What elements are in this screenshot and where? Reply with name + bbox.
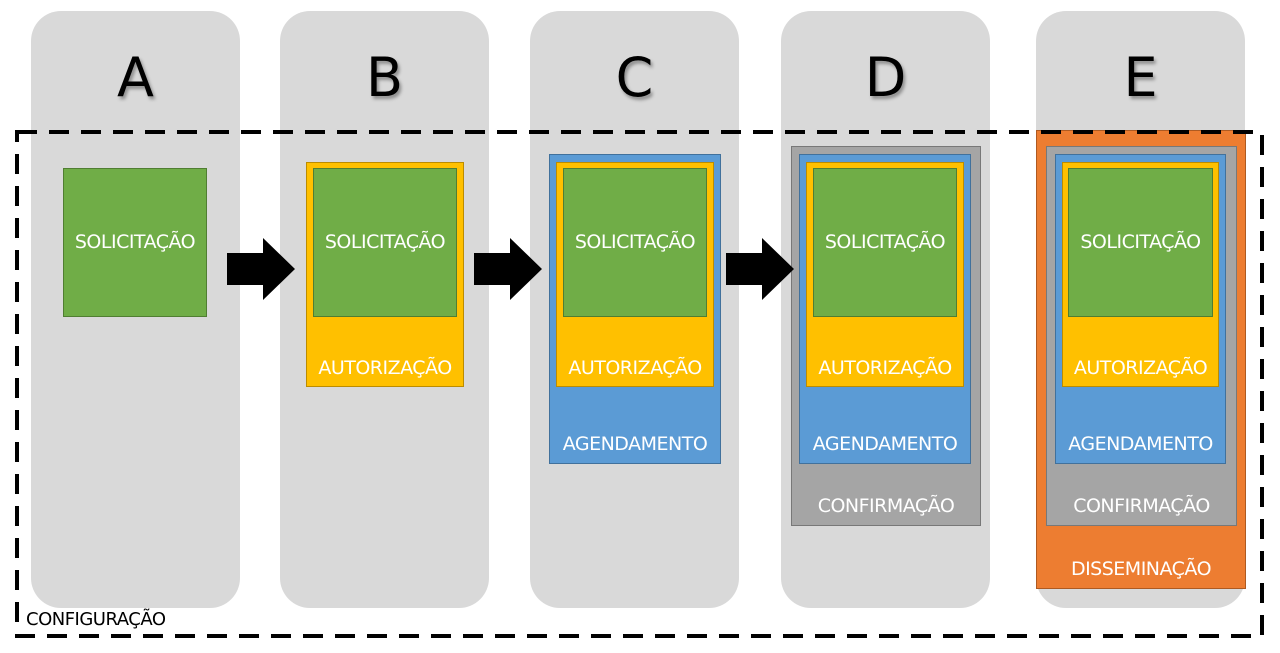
autorizacao-label: AUTORIZAÇÃO bbox=[818, 357, 952, 379]
solicitacao-label: SOLICITAÇÃO bbox=[324, 231, 446, 253]
arrow-right-icon bbox=[474, 238, 542, 300]
solicitacao-label: SOLICITAÇÃO bbox=[574, 231, 696, 253]
solicitacao-label: SOLICITAÇÃO bbox=[74, 231, 196, 253]
arrow-b-to-c bbox=[474, 238, 542, 300]
dashed-border bbox=[15, 130, 1264, 638]
agendamento-label: AGENDAMENTO bbox=[812, 433, 958, 455]
solicitacao-label: SOLICITAÇÃO bbox=[1080, 231, 1201, 253]
arrow-c-to-d bbox=[726, 238, 794, 300]
autorizacao-label: AUTORIZAÇÃO bbox=[1073, 357, 1208, 379]
autorizacao-label: AUTORIZAÇÃO bbox=[318, 357, 452, 379]
disseminacao-label: DISSEMINAÇÃO bbox=[1070, 558, 1212, 580]
confirmacao-label: CONFIRMAÇÃO bbox=[1073, 495, 1210, 517]
autorizacao-label: AUTORIZAÇÃO bbox=[568, 357, 702, 379]
stage-letter-c: C bbox=[615, 46, 654, 109]
solicitacao-label: SOLICITAÇÃO bbox=[824, 231, 946, 253]
arrow-right-icon bbox=[227, 238, 295, 300]
confirmacao-label: CONFIRMAÇÃO bbox=[817, 495, 955, 517]
solicitacao-box-c: SOLICITAÇÃO bbox=[563, 168, 707, 317]
solicitacao-box-b: SOLICITAÇÃO bbox=[313, 168, 457, 317]
stage-letter-e: E bbox=[1123, 46, 1158, 109]
agendamento-label: AGENDAMENTO bbox=[562, 433, 708, 455]
stage-letter-d: D bbox=[864, 46, 907, 109]
solicitacao-box-a: SOLICITAÇÃO bbox=[63, 168, 207, 317]
stage-letter-a: A bbox=[117, 46, 154, 109]
configuracao-label: CONFIGURAÇÃO bbox=[26, 609, 166, 630]
arrow-a-to-b bbox=[227, 238, 295, 300]
arrow-right-icon bbox=[726, 238, 794, 300]
solicitacao-box-d: SOLICITAÇÃO bbox=[813, 168, 957, 317]
stage-letter-b: B bbox=[365, 46, 404, 109]
configuracao-frame bbox=[15, 130, 1264, 638]
agendamento-label: AGENDAMENTO bbox=[1068, 433, 1213, 455]
solicitacao-box-e: SOLICITAÇÃO bbox=[1068, 168, 1213, 317]
